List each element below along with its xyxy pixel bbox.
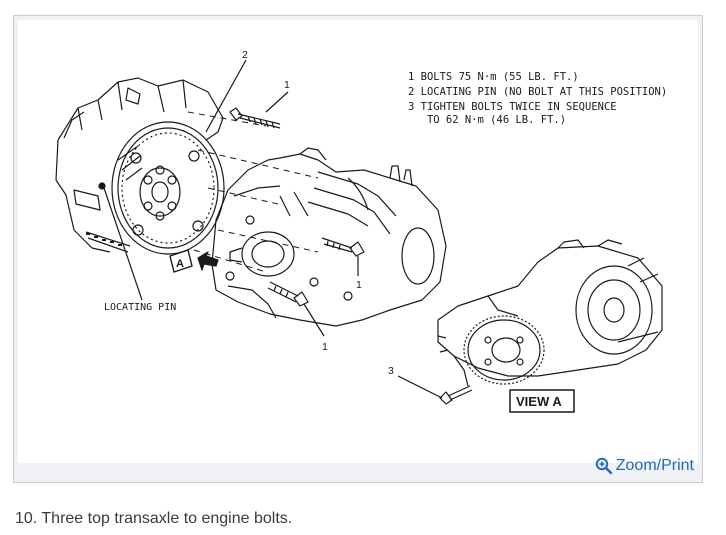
locating-pin-label: LOCATING PIN bbox=[104, 302, 176, 313]
figure-card: 1 BOLTS 75 N·m (55 LB. FT.) 2 LOCATING P… bbox=[13, 15, 703, 483]
callout-1-top: 1 bbox=[284, 79, 290, 91]
magnifier-plus-icon bbox=[595, 457, 612, 475]
view-a-assembly bbox=[437, 239, 663, 387]
bolt-middle bbox=[321, 237, 365, 257]
view-a-label: VIEW A bbox=[516, 394, 562, 409]
leader-2 bbox=[205, 59, 247, 133]
legend: 1 BOLTS 75 N·m (55 LB. FT.) 2 LOCATING P… bbox=[408, 71, 667, 126]
zoom-print-label: Zoom/Print bbox=[615, 457, 694, 474]
bolt-top bbox=[229, 107, 281, 129]
leader-locating-pin bbox=[103, 187, 143, 301]
transaxle-diagram: 1 BOLTS 75 N·m (55 LB. FT.) 2 LOCATING P… bbox=[55, 49, 667, 413]
step-caption: 10. Three top transaxle to engine bolts. bbox=[15, 510, 293, 527]
flywheel bbox=[111, 121, 225, 255]
bolt-lower bbox=[267, 281, 309, 307]
bolt-view-a bbox=[439, 385, 473, 405]
leader-1-bottom bbox=[303, 303, 325, 337]
callout-2: 2 bbox=[242, 49, 248, 61]
callout-view-a-marker: A bbox=[176, 258, 184, 270]
legend-line-4: TO 62 N·m (46 LB. FT.) bbox=[408, 114, 566, 126]
engine-block bbox=[55, 77, 224, 253]
legend-line-1: 1 BOLTS 75 N·m (55 LB. FT.) bbox=[408, 71, 579, 83]
view-a-box bbox=[509, 389, 575, 413]
leader-1-top bbox=[265, 91, 289, 113]
legend-line-3: 3 TIGHTEN BOLTS TWICE IN SEQUENCE bbox=[408, 101, 617, 113]
callout-1-bottom: 1 bbox=[322, 341, 328, 353]
transaxle-housing bbox=[211, 147, 447, 327]
callout-1-mid: 1 bbox=[356, 279, 362, 291]
leader-3 bbox=[397, 375, 443, 399]
zoom-print-link[interactable]: Zoom/Print bbox=[595, 455, 694, 477]
view-a-marker bbox=[169, 249, 219, 273]
diagram-area: 1 BOLTS 75 N·m (55 LB. FT.) 2 LOCATING P… bbox=[18, 20, 698, 463]
legend-line-2: 2 LOCATING PIN (NO BOLT AT THIS POSITION… bbox=[408, 86, 667, 98]
callout-3: 3 bbox=[388, 365, 394, 377]
